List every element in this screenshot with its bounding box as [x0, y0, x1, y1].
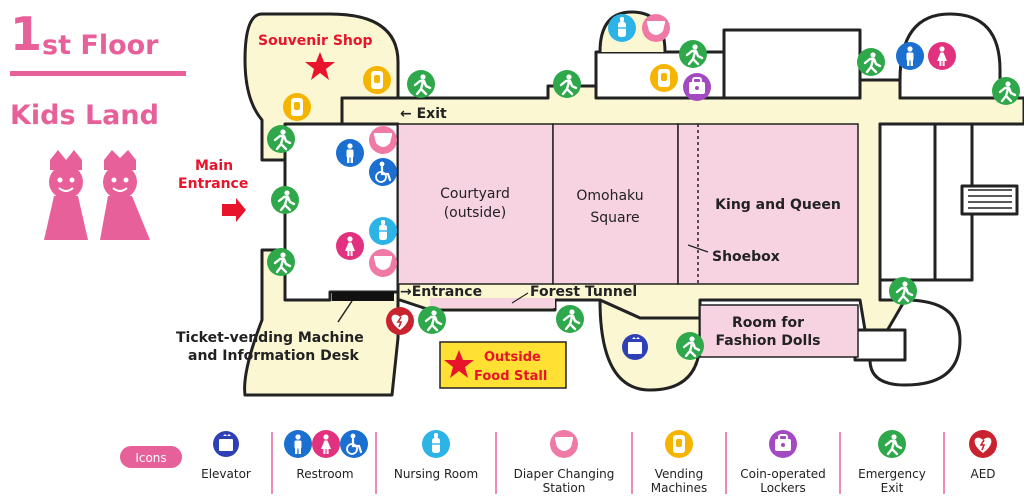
- souvenir-shop-label: Souvenir Shop: [258, 33, 373, 49]
- nursing-room-icon: [607, 13, 637, 43]
- legend-title: Icons: [135, 451, 166, 465]
- fashion-label-2: Fashion Dolls: [716, 333, 821, 349]
- floor-number: 1: [10, 7, 42, 61]
- emergency-exit-icon: [674, 330, 706, 362]
- legend-vending-label-2: Machines: [651, 481, 707, 495]
- shoebox-label: Shoebox: [712, 249, 780, 265]
- king-queen-mascot-icon: [44, 150, 150, 240]
- elevator-icon: [622, 334, 648, 360]
- main-entrance-label-2: Entrance: [178, 176, 248, 192]
- emergency-exit-icon: [269, 184, 301, 216]
- legend-nursing-icon: [421, 429, 451, 459]
- title-divider: [10, 71, 186, 76]
- legend-emergency-exit-icon: [876, 428, 908, 460]
- coin-locker-icon: [682, 72, 712, 102]
- legend-locker-label-2: Lockers: [760, 481, 806, 495]
- ticket-label-1: Ticket-vending Machine: [176, 330, 364, 346]
- souvenir-star-icon: [305, 52, 335, 80]
- food-stall-label-1: Outside: [484, 350, 541, 365]
- restroom-women-icon: [336, 232, 364, 260]
- floor-title: 1 st Floor: [10, 7, 159, 61]
- main-entrance-arrow-icon: [222, 198, 246, 222]
- vending-icon: [283, 93, 311, 121]
- legend-diaper-label-2: Station: [543, 481, 586, 495]
- exit-label: ← Exit: [400, 106, 447, 122]
- omohaku-room: [552, 123, 679, 285]
- legend-locker-label-1: Coin-operated: [740, 467, 826, 481]
- legend-diaper-label-1: Diaper Changing: [514, 467, 615, 481]
- vending-icon: [650, 64, 678, 92]
- restroom-women-icon: [928, 42, 956, 70]
- courtyard-label-1: Courtyard: [440, 186, 510, 202]
- forest-tunnel-label: Forest Tunnel: [530, 284, 637, 300]
- omohaku-label-1: Omohaku: [576, 188, 643, 204]
- legend-aed-label: AED: [970, 467, 995, 481]
- legend-wheelchair-icon: [338, 428, 370, 460]
- legend: Icons Elevator Restroom Nursing Room Dia…: [120, 428, 998, 495]
- omohaku-label-2: Square: [590, 210, 639, 226]
- legend-elevator-icon: [213, 431, 239, 457]
- emergency-exit-icon: [265, 123, 297, 155]
- wheelchair-icon: [367, 156, 399, 188]
- forest-tunnel: [430, 298, 555, 308]
- fashion-dolls-room: [699, 304, 859, 358]
- food-stall-star-icon: [444, 350, 474, 378]
- legend-elevator-label: Elevator: [201, 467, 251, 481]
- legend-nursing-label: Nursing Room: [394, 467, 478, 481]
- restroom-men-icon: [896, 42, 924, 70]
- king-queen-label: King and Queen: [715, 197, 841, 213]
- legend-locker-icon: [768, 429, 798, 459]
- ticket-desk: [332, 292, 394, 301]
- legend-emergency-label-1: Emergency: [858, 467, 926, 481]
- food-stall-label-2: Food Stall: [474, 369, 547, 384]
- emergency-exit-icon: [416, 304, 448, 336]
- legend-emergency-label-2: Exit: [881, 481, 904, 495]
- restroom-men-icon: [336, 139, 364, 167]
- legend-aed-icon: [968, 429, 998, 459]
- emergency-exit-icon: [551, 68, 583, 100]
- food-stall-box: Outside Food Stall: [439, 341, 567, 389]
- emergency-exit-icon: [677, 38, 709, 70]
- diaper-changing-icon: [369, 126, 397, 154]
- entrance-label: →Entrance: [400, 284, 482, 300]
- ticket-label-2: and Information Desk: [188, 348, 360, 364]
- fashion-label-1: Room for: [732, 315, 804, 331]
- diaper-changing-icon: [369, 249, 397, 277]
- legend-vending-icon: [665, 430, 693, 458]
- emergency-exit-icon: [405, 68, 437, 100]
- area-name: Kids Land: [10, 100, 159, 131]
- courtyard-label-2: (outside): [444, 205, 507, 221]
- legend-vending-label-1: Vending: [655, 467, 703, 481]
- legend-restroom-women-icon: [312, 430, 340, 458]
- diaper-changing-icon: [642, 14, 670, 42]
- floor-suffix: st Floor: [42, 30, 159, 61]
- emergency-exit-icon: [990, 75, 1022, 107]
- vending-icon: [363, 66, 391, 94]
- legend-diaper-icon: [550, 430, 578, 458]
- aed-icon: [385, 306, 415, 336]
- legend-pill: [120, 446, 182, 468]
- main-entrance-label-1: Main: [195, 158, 233, 174]
- courtyard-room: [397, 123, 554, 285]
- legend-restroom-men-icon: [284, 430, 312, 458]
- emergency-exit-icon: [855, 46, 887, 78]
- emergency-exit-icon: [887, 275, 919, 307]
- southeast-tower: [868, 298, 962, 387]
- emergency-exit-icon: [265, 246, 297, 278]
- emergency-exit-icon: [554, 303, 586, 335]
- rooms: [397, 123, 859, 358]
- legend-restroom-label: Restroom: [296, 467, 353, 481]
- nursing-room-icon: [368, 216, 398, 246]
- east-wing: [878, 122, 974, 282]
- king-queen-room: [677, 123, 859, 285]
